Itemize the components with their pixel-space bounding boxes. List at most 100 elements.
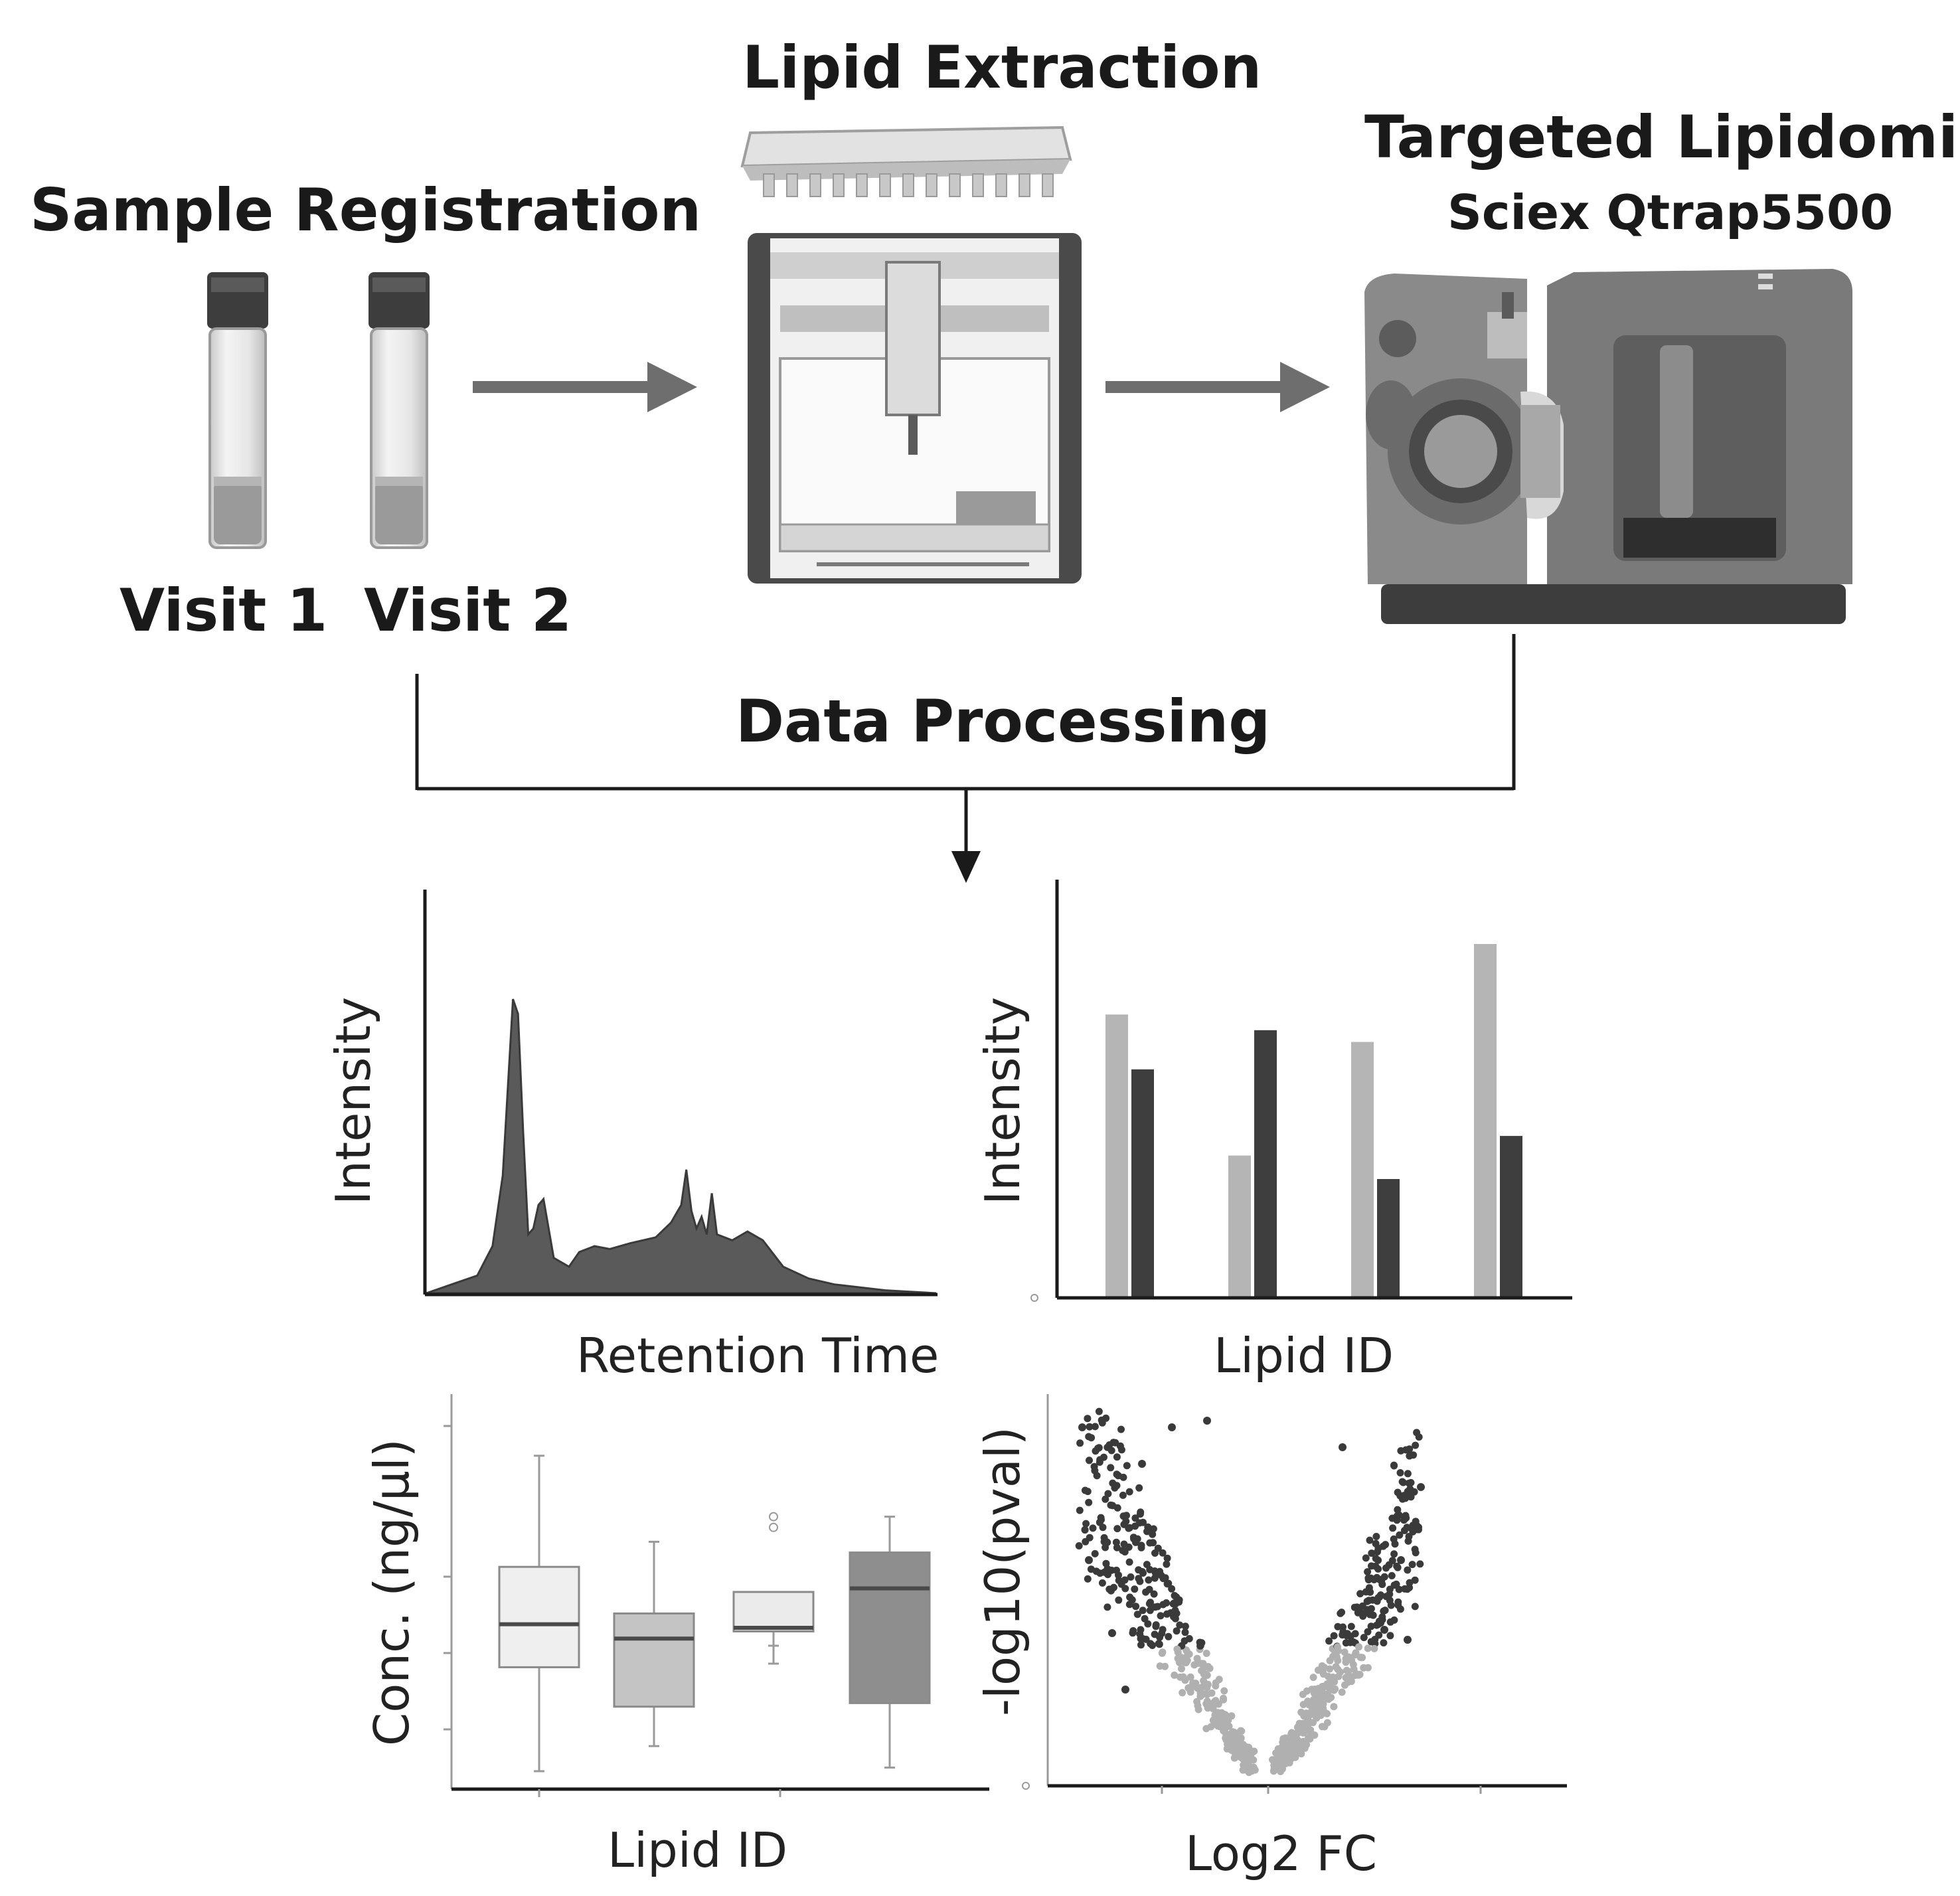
volcano-point xyxy=(1121,1585,1129,1593)
volcano-point xyxy=(1138,1460,1146,1468)
volcano-point xyxy=(1326,1657,1334,1664)
volcano-point xyxy=(1215,1676,1223,1684)
volcano-point xyxy=(1155,1640,1163,1648)
volcano-point xyxy=(1382,1541,1390,1549)
volcano-point xyxy=(1381,1607,1389,1615)
sample-tube-icon xyxy=(368,272,430,549)
volcano-point xyxy=(1362,1554,1370,1562)
volcano-point xyxy=(1117,1425,1125,1433)
volcano-point xyxy=(1119,1547,1127,1554)
volcano-point xyxy=(1324,1672,1332,1680)
volcano-point xyxy=(1315,1686,1323,1694)
volcano-point xyxy=(1130,1535,1138,1543)
volcano-point xyxy=(1347,1622,1355,1630)
volcano-point xyxy=(1137,1641,1145,1649)
volcano-point xyxy=(1111,1439,1119,1447)
volcano-point xyxy=(1393,1562,1401,1570)
volcano-point xyxy=(1368,1549,1376,1557)
chromatogram-area xyxy=(426,998,937,1295)
chart1-xlabel: Retention Time xyxy=(576,1328,939,1383)
volcano-point xyxy=(1404,1566,1412,1574)
volcano-point xyxy=(1390,1462,1398,1470)
volcano-point xyxy=(1377,1591,1384,1599)
volcano-point xyxy=(1158,1649,1166,1657)
volcano-point xyxy=(1372,1621,1380,1629)
volcano-point xyxy=(1402,1446,1410,1454)
volcano-point xyxy=(1102,1414,1110,1422)
volcano-point xyxy=(1133,1611,1141,1619)
volcano-point xyxy=(1089,1524,1097,1532)
volcano-point xyxy=(1115,1596,1123,1604)
volcano-point xyxy=(1152,1621,1160,1629)
targeted-lipidomics-title: Targeted Lipidomics xyxy=(1364,103,1960,171)
volcano-point xyxy=(1156,1567,1164,1575)
volcano-point xyxy=(1406,1579,1414,1587)
volcano-point xyxy=(1314,1712,1322,1720)
volcano-point xyxy=(1081,1526,1089,1534)
volcano-point xyxy=(1343,1632,1351,1640)
volcano-point xyxy=(1173,1593,1181,1601)
volcano-point xyxy=(1097,1514,1105,1522)
volcano-point xyxy=(1372,1533,1380,1540)
volcano-point xyxy=(1076,1506,1084,1514)
volcano-point xyxy=(1412,1441,1420,1449)
volcano-point xyxy=(1374,1556,1382,1564)
volcano-point xyxy=(1341,1648,1348,1656)
volcano-point xyxy=(1193,1698,1201,1705)
volcano-point xyxy=(1277,1768,1285,1775)
volcano-point xyxy=(1334,1656,1342,1664)
volcano-point xyxy=(1410,1451,1418,1459)
volcano-point xyxy=(1330,1703,1338,1711)
arrow-down-icon xyxy=(951,851,981,883)
volcano-point xyxy=(1117,1446,1125,1454)
volcano-point xyxy=(1229,1728,1237,1736)
volcano-point xyxy=(1084,1575,1092,1583)
box xyxy=(498,1565,580,1668)
volcano-point xyxy=(1203,1672,1211,1679)
volcano-point xyxy=(1120,1540,1128,1548)
volcano-point xyxy=(1131,1585,1139,1593)
volcano-point xyxy=(1149,1530,1157,1538)
volcano-point xyxy=(1330,1686,1338,1694)
volcano-point xyxy=(1404,1470,1412,1478)
volcano-point xyxy=(1085,1498,1093,1506)
volcano-point xyxy=(1167,1609,1175,1617)
volcano-point xyxy=(1279,1735,1287,1743)
volcano-point xyxy=(1335,1647,1343,1654)
bar xyxy=(1377,1179,1400,1297)
bar xyxy=(1474,944,1497,1297)
volcano-point xyxy=(1085,1433,1093,1441)
volcano-point xyxy=(1165,1579,1173,1587)
chart4-ylabel: -log10(pval) xyxy=(975,1427,1030,1716)
volcano-point xyxy=(1096,1459,1103,1466)
volcano-point xyxy=(1084,1415,1092,1423)
bar xyxy=(1254,1030,1277,1297)
visit-1-label: Visit 1 xyxy=(120,576,328,645)
bar xyxy=(1228,1155,1251,1297)
volcano-point xyxy=(1139,1518,1147,1526)
volcano-point xyxy=(1184,1684,1192,1692)
volcano-point xyxy=(1119,1491,1127,1499)
volcano-point xyxy=(1246,1765,1254,1773)
volcano-point xyxy=(1386,1632,1394,1640)
volcano-point xyxy=(1193,1654,1201,1662)
volcano-point xyxy=(1411,1576,1419,1584)
volcano-point xyxy=(1364,1628,1372,1636)
volcano-point xyxy=(1394,1506,1402,1514)
volcano-point xyxy=(1325,1696,1333,1703)
bar xyxy=(1351,1042,1374,1297)
chart2-xlabel: Lipid ID xyxy=(1214,1328,1394,1383)
volcano-point xyxy=(1386,1590,1394,1598)
volcano-point xyxy=(1220,1687,1228,1695)
volcano-point xyxy=(1112,1538,1120,1546)
volcano-point xyxy=(1369,1596,1376,1604)
volcano-point xyxy=(1146,1539,1154,1547)
volcano-point xyxy=(1304,1698,1312,1705)
volcano-point xyxy=(1402,1512,1410,1520)
volcano-point xyxy=(1272,1762,1280,1770)
volcano-point xyxy=(1274,1745,1282,1753)
volcano-point xyxy=(1113,1525,1121,1533)
volcano-point xyxy=(1328,1678,1336,1686)
